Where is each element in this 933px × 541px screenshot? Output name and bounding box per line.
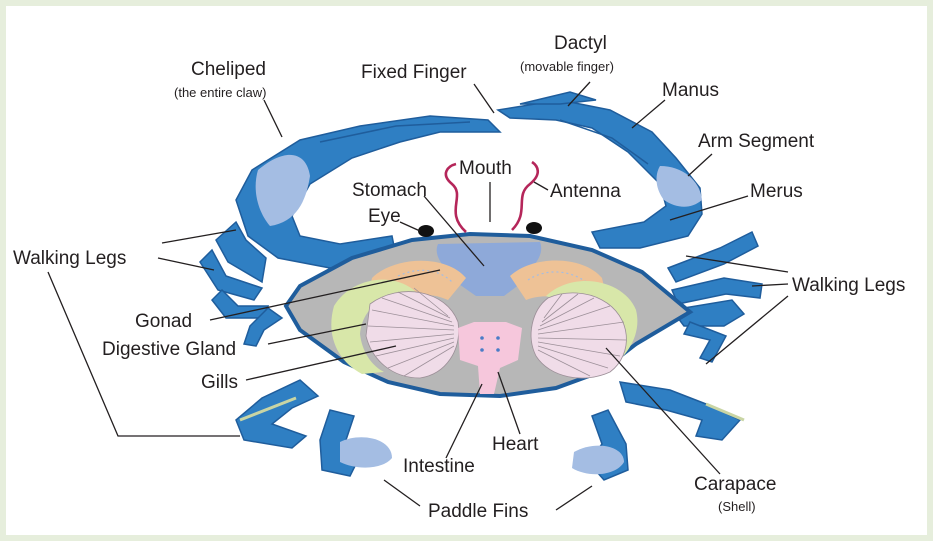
label-merus: Merus (750, 181, 803, 202)
label-dactyl-sub: (movable finger) (520, 59, 614, 74)
label-manus: Manus (662, 80, 719, 101)
label-dactyl: Dactyl (554, 33, 607, 54)
right-antenna (512, 162, 538, 230)
label-paddle-fins: Paddle Fins (428, 501, 528, 522)
label-cheliped-sub: (the entire claw) (174, 85, 266, 100)
left-eye (418, 225, 434, 237)
label-mouth: Mouth (459, 158, 512, 179)
label-gills: Gills (201, 372, 238, 393)
label-carapace-sub: (Shell) (718, 499, 756, 514)
label-walking-legs-right: Walking Legs (792, 275, 905, 296)
label-eye: Eye (368, 206, 401, 227)
label-carapace: Carapace (694, 474, 776, 495)
left-paddle-fin (340, 437, 392, 467)
crab-illustration (200, 92, 762, 480)
right-eye (526, 222, 542, 234)
label-heart: Heart (492, 434, 539, 455)
label-intestine: Intestine (403, 456, 475, 477)
label-arm-segment: Arm Segment (698, 131, 815, 152)
label-gonad: Gonad (135, 311, 192, 332)
label-antenna: Antenna (550, 181, 621, 202)
label-stomach: Stomach (352, 180, 427, 201)
label-digestive-gland: Digestive Gland (102, 339, 236, 360)
label-cheliped: Cheliped (191, 59, 266, 80)
label-walking-legs-left: Walking Legs (13, 248, 126, 269)
right-walking-legs (668, 232, 762, 362)
label-fixed-finger: Fixed Finger (361, 62, 467, 83)
